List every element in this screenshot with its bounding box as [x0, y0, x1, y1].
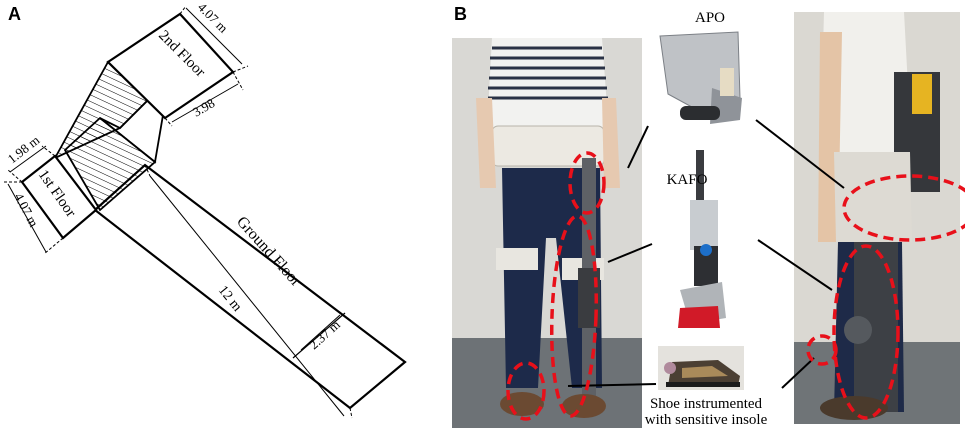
panel-a: A [0, 0, 440, 432]
dim-label-first-top: 1.98 m [5, 132, 43, 166]
highlight-kafo-front [549, 214, 599, 418]
dim-ground-length [144, 164, 353, 419]
connector-lines [567, 119, 845, 389]
highlight-apo-front [568, 151, 606, 215]
panel-b: B [440, 0, 965, 432]
front-view-photo [452, 38, 642, 428]
callout-apo-label: APO [694, 10, 725, 26]
ground-floor-width-line [292, 312, 346, 359]
side-view-photo [794, 12, 960, 424]
callout-shoe-line2: with sensitive insole [644, 412, 768, 428]
panel-b-label: B [454, 4, 467, 24]
shoe-image [658, 346, 744, 390]
floor-plan-diagram: 2nd Floor 1st Floor Ground Floor 4.07 m … [4, 0, 407, 419]
connector-kafo-side [757, 239, 833, 291]
highlight-kafo-side [832, 244, 900, 420]
callout-shoe-line1: Shoe instrumented [649, 396, 763, 412]
ground-floor-shape [93, 163, 407, 410]
annotation-overlay [506, 119, 965, 421]
dim-second-width [179, 5, 249, 73]
kafo-image [660, 150, 740, 332]
highlight-shoe-side [806, 334, 838, 366]
callout-kafo-label: KAFO [666, 172, 708, 188]
apo-image [650, 28, 750, 138]
connector-apo-side [755, 119, 845, 189]
panel-a-label: A [8, 4, 21, 24]
dim-first-side [4, 181, 64, 255]
dim-ground-width [300, 314, 341, 351]
dim-label-second-width: 4.07 m [195, 0, 231, 36]
connector-apo-front [627, 125, 649, 169]
highlight-apo-side [842, 174, 965, 242]
dim-first-top [7, 145, 56, 183]
callout-shoe-label: Shoe instrumented with sensitive insole [632, 396, 780, 428]
connector-shoe-side [781, 357, 815, 389]
highlight-ellipses [506, 151, 965, 421]
first-floor-shape [20, 154, 98, 240]
highlight-shoe-front [506, 361, 546, 421]
connector-kafo-front [607, 243, 653, 263]
dim-second-gap [164, 71, 244, 127]
connector-shoe-front [567, 383, 657, 387]
